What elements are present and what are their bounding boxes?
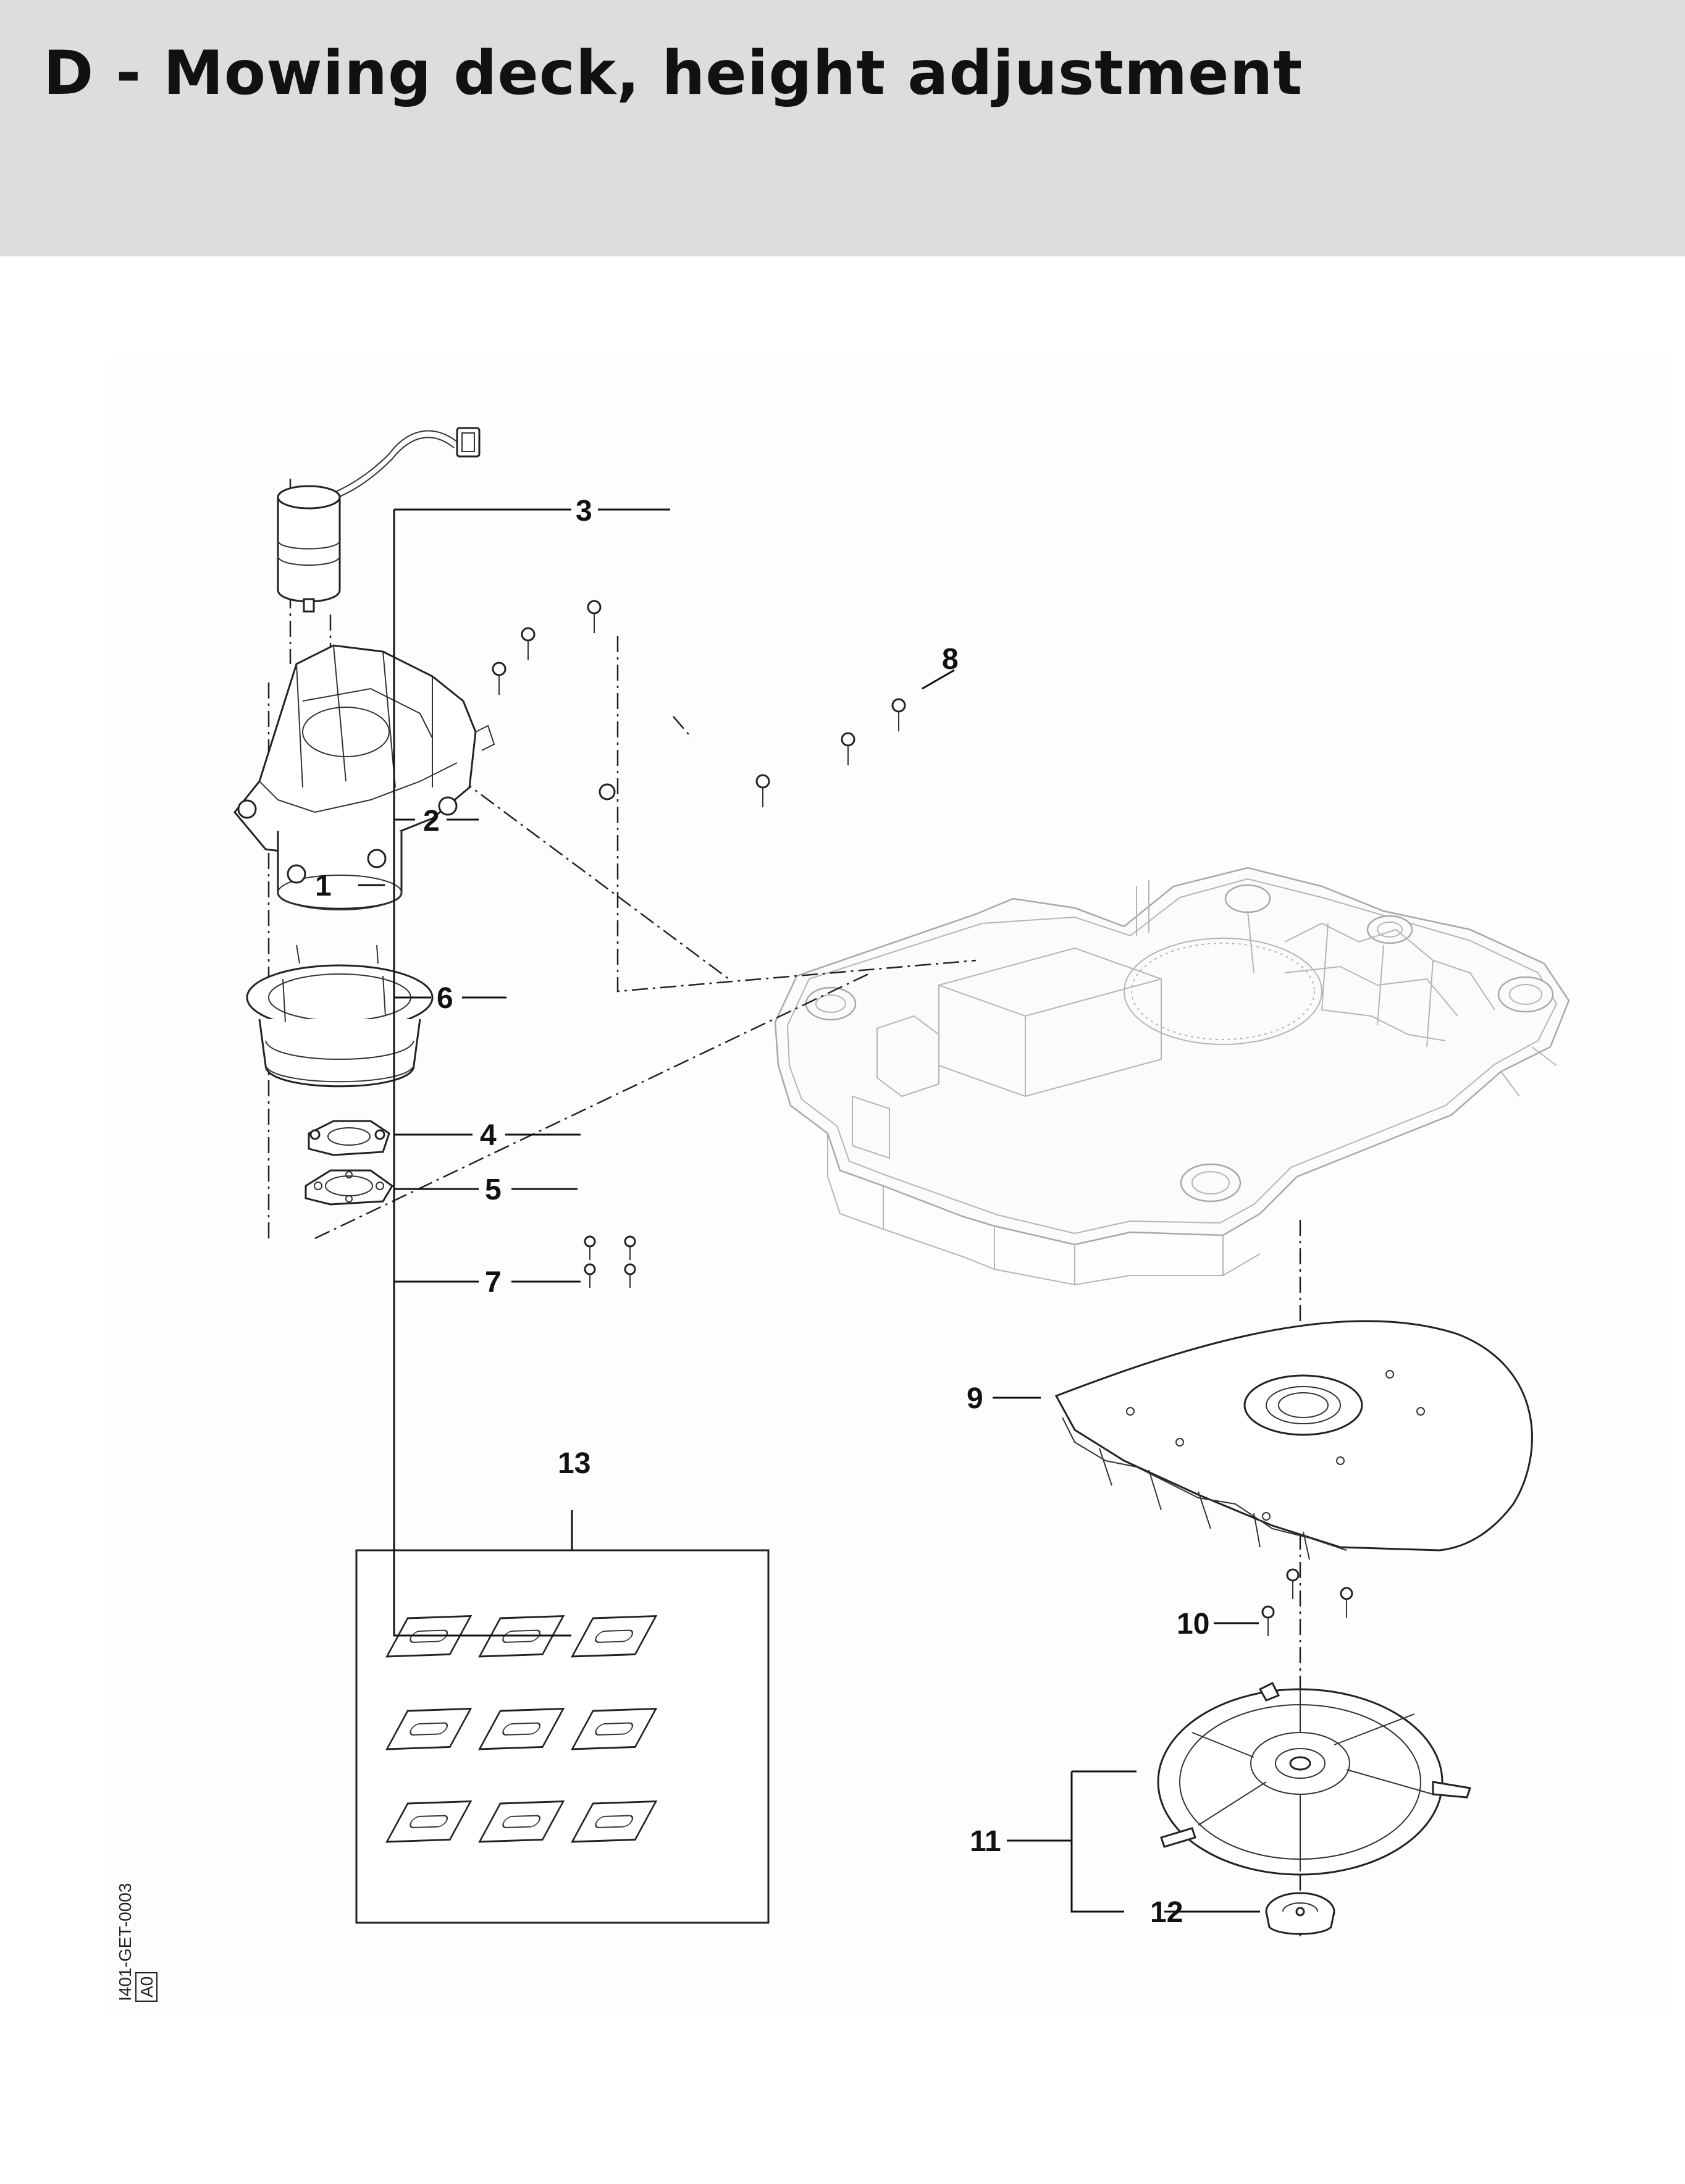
mowing-deck-guard-illustration: [1054, 1320, 1533, 1560]
revision-code: A0: [137, 1976, 156, 1997]
housing-screws-illustration: [492, 600, 906, 807]
small-screws-illustration: [584, 1235, 636, 1288]
callout-8: 8: [942, 643, 959, 676]
leader-lines: [358, 508, 1260, 1913]
drawing-code-group: I401-GET-0003 A0: [116, 1883, 158, 2002]
callout-11: 11: [970, 1825, 1001, 1858]
callout-12: 12: [1150, 1896, 1183, 1929]
callout-9: 9: [967, 1382, 983, 1415]
callout-1: 1: [315, 870, 332, 902]
callout-3: 3: [576, 495, 592, 527]
exploded-parts-diagram: 1 2 3 4 5 6 7 8 9 10 11 12 13 I401-GET-0…: [111, 355, 1668, 2017]
robot-housing-illustration: [774, 867, 1570, 1286]
height-adjust-housing-illustration: [233, 644, 616, 910]
drawing-code: I401-GET-0003: [116, 1883, 135, 2001]
revision-box: [135, 1972, 158, 2002]
blade-set-illustration: [385, 1615, 658, 1843]
page-title: D - Mowing deck, height adjustment: [43, 38, 1303, 109]
callout-10: 10: [1177, 1608, 1209, 1640]
callout-13: 13: [558, 1447, 590, 1480]
callout-4: 4: [480, 1119, 497, 1152]
callout-6: 6: [437, 982, 453, 1015]
motor-illustration: [277, 427, 481, 613]
callout-7: 7: [485, 1266, 502, 1299]
page-header: D - Mowing deck, height adjustment: [0, 0, 1685, 256]
diagram-canvas: 1 2 3 4 5 6 7 8 9 10 11 12 13 I401-GET-0…: [116, 427, 1570, 2002]
blade-disc-illustration: [1157, 1681, 1471, 1876]
blade-hub-illustration: [1265, 1892, 1335, 1935]
bellows-seal-illustration: [246, 944, 434, 1088]
gasket-illustration: [305, 1169, 393, 1206]
flange-plate-illustration: [308, 1120, 390, 1156]
callout-2: 2: [423, 805, 440, 838]
blade-disc-screws-illustration: [1261, 1568, 1353, 1636]
callout-5: 5: [485, 1174, 502, 1206]
